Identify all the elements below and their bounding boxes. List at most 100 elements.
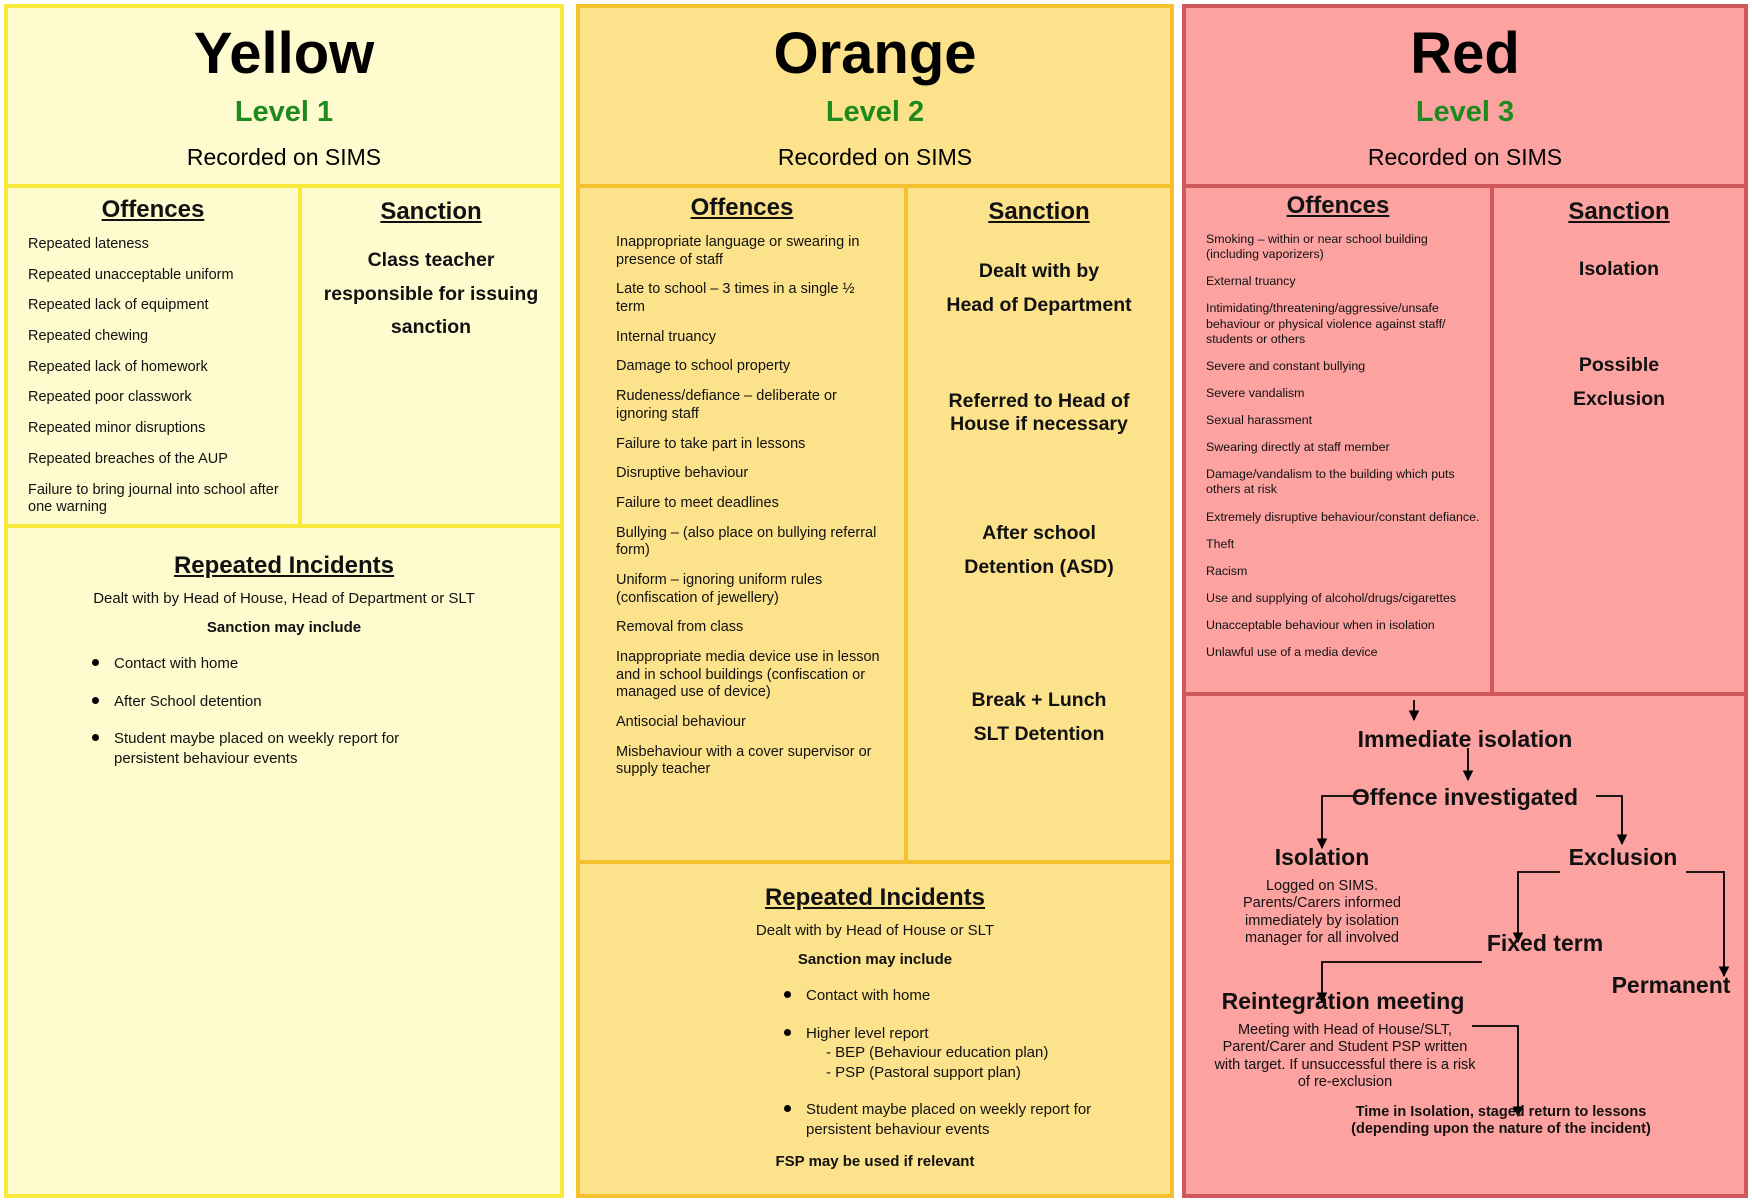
flowchart-connectors <box>1316 700 1730 1118</box>
sanction-line: Detention (ASD) <box>964 556 1114 579</box>
yellow-sanction-text: Class teacher responsible for issuing sa… <box>302 244 560 345</box>
yellow-repeated-title: Repeated Incidents <box>173 552 395 579</box>
red-offences-title: Offences <box>1286 192 1390 219</box>
sanction-line: SLT Detention <box>973 723 1105 746</box>
yellow-recorded: Recorded on SIMS <box>186 144 382 170</box>
sanction-line: sanction <box>390 316 472 339</box>
flow-isolation: Isolation <box>1274 844 1370 870</box>
list-item: Higher level report - BEP (Behaviour edu… <box>784 1024 1100 1083</box>
list-item: Repeated unacceptable uniform <box>28 266 234 283</box>
list-item: Late to school – 3 times in a single ½ t… <box>616 281 855 316</box>
flow-permanent: Permanent <box>1611 972 1731 998</box>
yellow-header: Yellow Level 1 Recorded on SIMS <box>4 4 564 188</box>
orange-level: Level 2 <box>825 96 925 128</box>
sanction-line: Break + Lunch <box>971 689 1107 711</box>
yellow-title: Yellow <box>193 21 375 86</box>
list-item: Extremely disruptive behaviour/constant … <box>1206 509 1480 524</box>
list-item: Contact with home <box>92 654 450 674</box>
yellow-sanction-title: Sanction <box>380 198 482 225</box>
sanction-line: Dealt with by <box>978 260 1100 282</box>
list-item: Smoking – within or near school building… <box>1206 232 1428 262</box>
orange-offences-title: Offences <box>690 194 794 221</box>
list-item: Contact with home <box>784 986 1100 1006</box>
flow-reintegration-note: Meeting with Head of House/SLT, Parent/C… <box>1214 1022 1476 1091</box>
red-flowchart-panel: Immediate isolation Offence investigated… <box>1182 692 1748 1198</box>
red-sanction-exclusion: Possible Exclusion <box>1494 348 1744 416</box>
sanction-line: After school <box>982 522 1096 544</box>
list-item: Disruptive behaviour <box>616 465 749 482</box>
red-sanction-title: Sanction <box>1568 198 1670 225</box>
sanction-line: responsible for issuing <box>323 282 539 305</box>
list-item: Failure to bring journal into school aft… <box>28 481 279 516</box>
sanction-line: Head of Department <box>946 294 1132 317</box>
yellow-level: Level 1 <box>234 96 334 128</box>
orange-recorded: Recorded on SIMS <box>777 144 973 170</box>
yellow-sanction-panel: Sanction Class teacher responsible for i… <box>298 184 564 528</box>
list-subitem: - PSP (Pastoral support plan) <box>826 1063 1021 1081</box>
red-header: Red Level 3 Recorded on SIMS <box>1182 4 1748 188</box>
arrow-investigated-to-isolation <box>1316 795 1368 850</box>
sanction-line: Exclusion <box>1572 388 1666 411</box>
yellow-repeated-may-include: Sanction may include <box>206 619 362 636</box>
list-item: Unlawful use of a media device <box>1206 645 1378 660</box>
yellow-offences-title: Offences <box>101 196 205 223</box>
list-item: Intimidating/threatening/aggressive/unsa… <box>1206 301 1446 346</box>
orange-repeated-may-include: Sanction may include <box>797 951 953 968</box>
arrow-fixed-to-reintegration <box>1316 961 1482 1004</box>
orange-fsp-note: FSP may be used if relevant <box>775 1153 975 1170</box>
list-item: Rudeness/defiance – deliberate or ignori… <box>616 388 837 422</box>
yellow-repeated-dealt: Dealt with by Head of House, Head of Dep… <box>93 590 475 607</box>
list-item: Internal truancy <box>616 328 716 345</box>
red-sanction-isolation: Isolation <box>1578 258 1660 280</box>
list-item: Repeated minor disruptions <box>28 420 206 437</box>
yellow-offences-panel: Offences Repeated lateness Repeated unac… <box>4 184 302 528</box>
sanction-line: Possible <box>1578 354 1660 376</box>
list-item: Repeated breaches of the AUP <box>28 450 228 467</box>
list-item: Sexual harassment <box>1206 413 1313 427</box>
orange-repeated-dealt: Dealt with by Head of House or SLT <box>755 922 995 939</box>
flow-isolation-note: Logged on SIMS. Parents/Carers informed … <box>1243 878 1401 947</box>
list-subitem: - BEP (Behaviour education plan) <box>826 1044 1049 1061</box>
list-item: Unacceptable behaviour when in isolation <box>1206 618 1435 632</box>
red-sanction-panel: Sanction Isolation Possible Exclusion <box>1490 184 1748 696</box>
list-item: Student maybe placed on weekly report fo… <box>92 729 450 768</box>
list-item: Repeated poor classwork <box>28 389 192 406</box>
list-item: Theft <box>1206 536 1235 551</box>
orange-sanction-group-1: Dealt with by Head of Department <box>908 254 1170 322</box>
flow-exclusion: Exclusion <box>1568 844 1678 870</box>
list-item: Severe and constant bullying <box>1206 358 1366 373</box>
list-item: Repeated chewing <box>28 328 149 345</box>
list-item: Damage to school property <box>616 358 791 375</box>
arrow-investigated-to-exclusion <box>1596 795 1628 846</box>
arrow-exclusion-to-fixed <box>1512 871 1560 944</box>
list-item: Use and supplying of alcohol/drugs/cigar… <box>1206 590 1457 605</box>
list-item: External truancy <box>1206 274 1296 289</box>
list-item: Bullying – (also place on bullying refer… <box>616 524 877 559</box>
orange-offences-list: Inappropriate language or swearing in pr… <box>580 222 904 779</box>
orange-repeated-list: Contact with home Higher level report - … <box>580 986 1170 1139</box>
orange-title: Orange <box>773 21 977 86</box>
orange-header: Orange Level 2 Recorded on SIMS <box>576 4 1174 188</box>
list-item: Racism <box>1206 563 1248 578</box>
list-item: Failure to meet deadlines <box>616 494 779 511</box>
list-item: Severe vandalism <box>1206 385 1305 400</box>
red-title: Red <box>1410 21 1520 86</box>
list-item: Uniform – ignoring uniform rules (confis… <box>616 571 823 606</box>
orange-sanction-group-2: Referred to Head of House if necessary <box>908 390 1170 437</box>
list-item: Inappropriate language or swearing in pr… <box>616 234 860 268</box>
list-item: Swearing directly at staff member <box>1206 440 1390 455</box>
list-item-text: Higher level report <box>806 1024 929 1042</box>
list-item: Antisocial behaviour <box>616 714 746 731</box>
list-item: After School detention <box>92 692 450 712</box>
red-recorded: Recorded on SIMS <box>1367 144 1563 170</box>
flow-immediate-isolation: Immediate isolation <box>1357 726 1573 752</box>
yellow-repeated-list: Contact with home After School detention… <box>8 654 560 768</box>
list-item: Student maybe placed on weekly report fo… <box>784 1100 1100 1139</box>
flow-reintegration-meeting: Reintegration meeting <box>1221 988 1465 1014</box>
orange-sanction-title: Sanction <box>988 198 1090 225</box>
orange-sanction-group-4: Break + Lunch SLT Detention <box>908 683 1170 751</box>
orange-offences-panel: Offences Inappropriate language or swear… <box>576 184 908 864</box>
list-item: Misbehaviour with a cover supervisor or … <box>616 743 872 778</box>
flow-final-outcome: Time in Isolation, staged return to less… <box>1351 1104 1651 1138</box>
list-item: Repeated lateness <box>28 236 149 252</box>
